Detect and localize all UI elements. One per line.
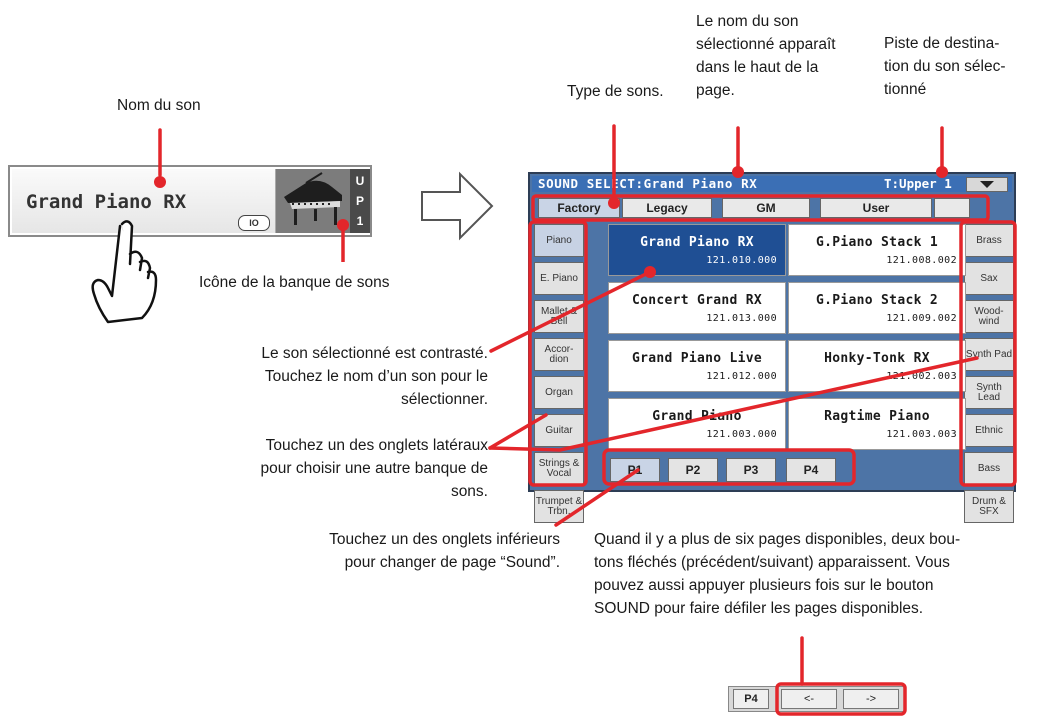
bank-tab-mallet-bell[interactable]: Mallet & Bell: [534, 300, 584, 333]
bank-tab-accor-dion[interactable]: Accor- dion: [534, 338, 584, 371]
tab-blank: [934, 198, 970, 218]
sound-name: G.Piano Stack 2: [816, 293, 938, 308]
tab-factory[interactable]: Factory: [538, 198, 620, 218]
side-tabs-annotation: Touchez un des onglets latéraux pour cho…: [260, 437, 489, 500]
bank-tab-ethnic[interactable]: Ethnic: [964, 414, 1014, 447]
sound-name: Concert Grand RX: [631, 293, 763, 308]
sound-cell[interactable]: Grand Piano 121.003.000: [608, 398, 786, 450]
page-tab-p1[interactable]: P1: [610, 458, 660, 482]
sound-name: Honky-Tonk RX: [824, 351, 930, 366]
bank-tab-synth-pad[interactable]: Synth Pad: [964, 338, 1014, 371]
sound-cell[interactable]: G.Piano Stack 1 121.008.002: [788, 224, 966, 276]
sound-button-name: Grand Piano RX: [26, 191, 187, 213]
bank-tab-synth-lead[interactable]: Synth Lead: [964, 376, 1014, 409]
bank-tab-trumpet-trbn[interactable]: Trumpet & Trbn.: [534, 490, 584, 523]
bank-tab-piano[interactable]: Piano: [534, 224, 584, 257]
page-tab-p4[interactable]: P4: [786, 458, 836, 482]
page-tab-p3[interactable]: P3: [726, 458, 776, 482]
bank-icon-annotation: Icône de la banque de sons: [199, 274, 390, 291]
sound-number: 121.002.003: [886, 371, 957, 382]
sound-button[interactable]: Grand Piano RX IO UP1: [8, 165, 372, 237]
bank-tab-e-piano[interactable]: E. Piano: [534, 262, 584, 295]
prev-page-button[interactable]: <-: [781, 689, 837, 709]
bank-tab-drum-sfx[interactable]: Drum & SFX: [964, 490, 1014, 523]
screen-title: SOUND SELECT:Grand Piano RX: [538, 176, 758, 191]
page-arrows-inset: P4 <- ->: [728, 686, 906, 712]
tab-user[interactable]: User: [820, 198, 932, 218]
sound-number: 121.010.000: [706, 255, 777, 266]
bank-tab-strings-vocal[interactable]: Strings & Vocal: [534, 452, 584, 485]
next-page-button[interactable]: ->: [843, 689, 899, 709]
tab-legacy[interactable]: Legacy: [622, 198, 712, 218]
io-badge: IO: [238, 215, 270, 231]
sound-cell[interactable]: Concert Grand RX 121.013.000: [608, 282, 786, 334]
sound-type-annotation: Type de sons.: [567, 83, 664, 100]
selected-contrast-annotation: Le son sélectionné est contrasté. Touche…: [261, 345, 488, 408]
sound-number: 121.012.000: [706, 371, 777, 382]
sound-cell[interactable]: Grand Piano RX 121.010.000: [608, 224, 786, 276]
sound-cell[interactable]: Honky-Tonk RX 121.002.003: [788, 340, 966, 392]
sound-number: 121.003.000: [706, 429, 777, 440]
triangle-down-icon: [980, 181, 994, 188]
sound-select-screen: SOUND SELECT:Grand Piano RX T:Upper 1 Fa…: [528, 172, 1016, 523]
selected-name-annotation: Le nom du son sélectionné apparaît dans …: [696, 13, 836, 99]
sound-number: 121.003.003: [886, 429, 957, 440]
page-tab-p2[interactable]: P2: [668, 458, 718, 482]
bottom-tabs-annotation: Touchez un des onglets inférieurs pour c…: [329, 531, 560, 571]
sound-name: Grand Piano RX: [640, 235, 754, 250]
bank-tab-organ[interactable]: Organ: [534, 376, 584, 409]
sound-name: Grand Piano: [652, 409, 742, 424]
sound-number: 121.009.002: [886, 313, 957, 324]
sound-button-face[interactable]: Grand Piano RX IO: [12, 169, 276, 233]
grand-piano-icon: [276, 169, 350, 233]
title-bar: SOUND SELECT:Grand Piano RX T:Upper 1: [532, 176, 1012, 192]
bank-tab-guitar[interactable]: Guitar: [534, 414, 584, 447]
sound-number: 121.013.000: [706, 313, 777, 324]
destination-track-annotation: Piste de destina- tion du son sélec- tio…: [884, 35, 1006, 98]
sound-name: Grand Piano Live: [631, 351, 763, 366]
sound-name-annotation: Nom du son: [117, 97, 201, 114]
more-pages-annotation: Quand il y a plus de six pages disponibl…: [594, 531, 961, 617]
bank-tab-wood-wind[interactable]: Wood- wind: [964, 300, 1014, 333]
track-label: UP1: [350, 169, 370, 233]
inset-page-tab-p4[interactable]: P4: [733, 689, 769, 709]
menu-button[interactable]: [966, 177, 1008, 192]
sound-cell[interactable]: G.Piano Stack 2 121.009.002: [788, 282, 966, 334]
bank-tab-bass[interactable]: Bass: [964, 452, 1014, 485]
sound-cell[interactable]: Grand Piano Live 121.012.000: [608, 340, 786, 392]
sound-name: G.Piano Stack 1: [816, 235, 938, 250]
bank-tab-brass[interactable]: Brass: [964, 224, 1014, 257]
hand-pointer-icon: [91, 220, 158, 324]
tab-gm[interactable]: GM: [722, 198, 810, 218]
sound-number: 121.008.002: [886, 255, 957, 266]
sound-name: Ragtime Piano: [824, 409, 930, 424]
right-arrow-outline-icon: [421, 171, 494, 241]
sound-cell[interactable]: Ragtime Piano 121.003.003: [788, 398, 966, 450]
destination-track: T:Upper 1: [884, 176, 952, 191]
bank-tab-sax[interactable]: Sax: [964, 262, 1014, 295]
